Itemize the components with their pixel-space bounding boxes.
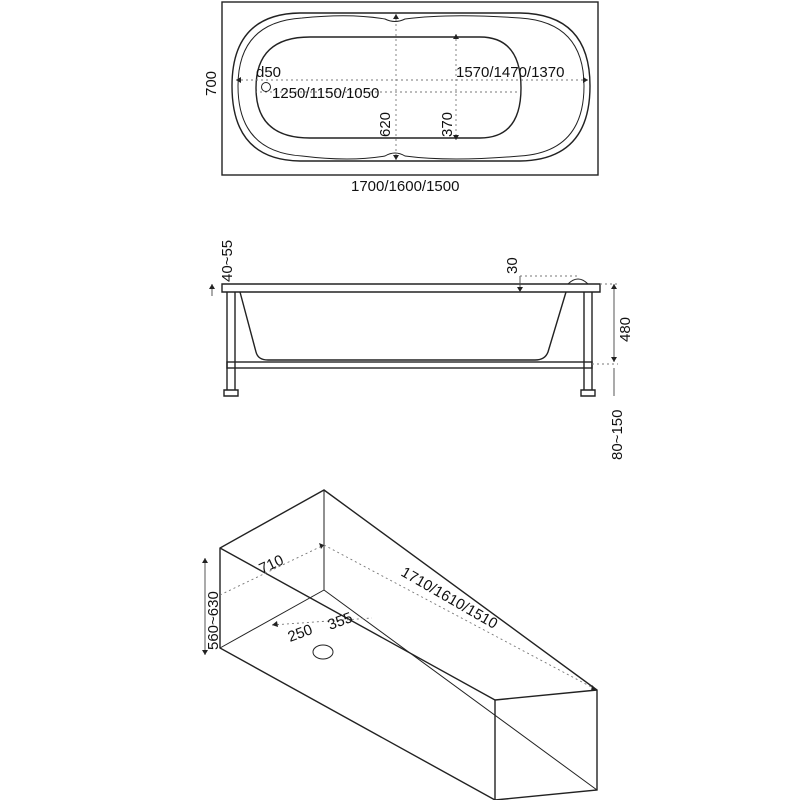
arrow-icon xyxy=(272,621,278,627)
top-view: 700 1700/1600/1500 d50 1570/1470/1370 12… xyxy=(203,1,599,195)
iso-view-drain xyxy=(312,644,334,660)
side-view-rim-thickness-label: 30 xyxy=(504,257,521,274)
top-view-outer-frame xyxy=(221,1,599,176)
top-view-inner-length-label: 1570/1470/1370 xyxy=(456,64,564,81)
side-view-left-foot xyxy=(223,389,239,397)
top-view-rim-outer xyxy=(231,12,591,162)
top-view-basin xyxy=(255,36,522,139)
iso-view-inner-edges xyxy=(219,490,598,791)
side-view-leg-label: 80~150 xyxy=(609,410,626,460)
side-view-basin xyxy=(239,291,567,361)
top-view-rim-inner xyxy=(237,15,585,160)
side-view-frame-right-leg xyxy=(583,292,593,390)
arrow-icon xyxy=(209,284,215,289)
side-view: 40~55 30 480 80~150 xyxy=(209,240,634,460)
top-view-drain-label: d50 xyxy=(256,64,281,81)
side-view-frame-crossbar xyxy=(226,361,593,369)
arrow-icon xyxy=(517,287,523,292)
top-view-length-label: 1700/1600/1500 xyxy=(351,178,459,195)
arrow-icon xyxy=(611,357,617,362)
iso-view-drain-x-label: 250 xyxy=(286,621,315,646)
side-view-rim-label: 40~55 xyxy=(219,240,236,282)
iso-view-box-front-right-edge xyxy=(494,689,598,701)
arrow-icon xyxy=(393,14,399,19)
side-view-right-foot xyxy=(580,389,596,397)
iso-view: 710 1710/1610/1510 560~630 250 355 xyxy=(202,489,598,800)
top-view-bottom-length-label: 1250/1150/1050 xyxy=(272,85,379,102)
iso-view-length-label: 1710/1610/1510 xyxy=(398,564,500,633)
arrow-icon xyxy=(319,543,324,549)
iso-view-length-dim-line xyxy=(323,544,598,691)
iso-view-width-label: 710 xyxy=(257,552,287,578)
arrow-icon xyxy=(453,34,459,39)
arrow-icon xyxy=(202,650,208,655)
iso-view-height-label: 560~630 xyxy=(205,591,222,650)
iso-view-drain-y-label: 355 xyxy=(326,609,355,634)
arrow-icon xyxy=(611,284,617,289)
iso-view-width-dim-line xyxy=(219,544,325,596)
iso-view-box-outline xyxy=(219,489,598,800)
arrow-icon xyxy=(393,155,399,160)
top-view-inner-width-label: 620 xyxy=(377,112,394,137)
side-view-rim xyxy=(221,283,601,293)
side-view-depth-label: 480 xyxy=(617,317,634,342)
arrow-icon xyxy=(583,77,588,83)
side-view-overflow xyxy=(567,278,589,285)
iso-view-drain-dim-line xyxy=(271,617,373,626)
arrow-icon xyxy=(236,77,241,83)
arrow-icon xyxy=(453,135,459,140)
side-view-frame-left-leg xyxy=(226,292,236,390)
arrow-icon xyxy=(202,558,208,563)
top-view-bottom-width-label: 370 xyxy=(439,112,456,137)
top-view-width-label: 700 xyxy=(203,71,220,96)
arrow-icon xyxy=(591,685,597,691)
top-view-drain xyxy=(261,82,271,92)
